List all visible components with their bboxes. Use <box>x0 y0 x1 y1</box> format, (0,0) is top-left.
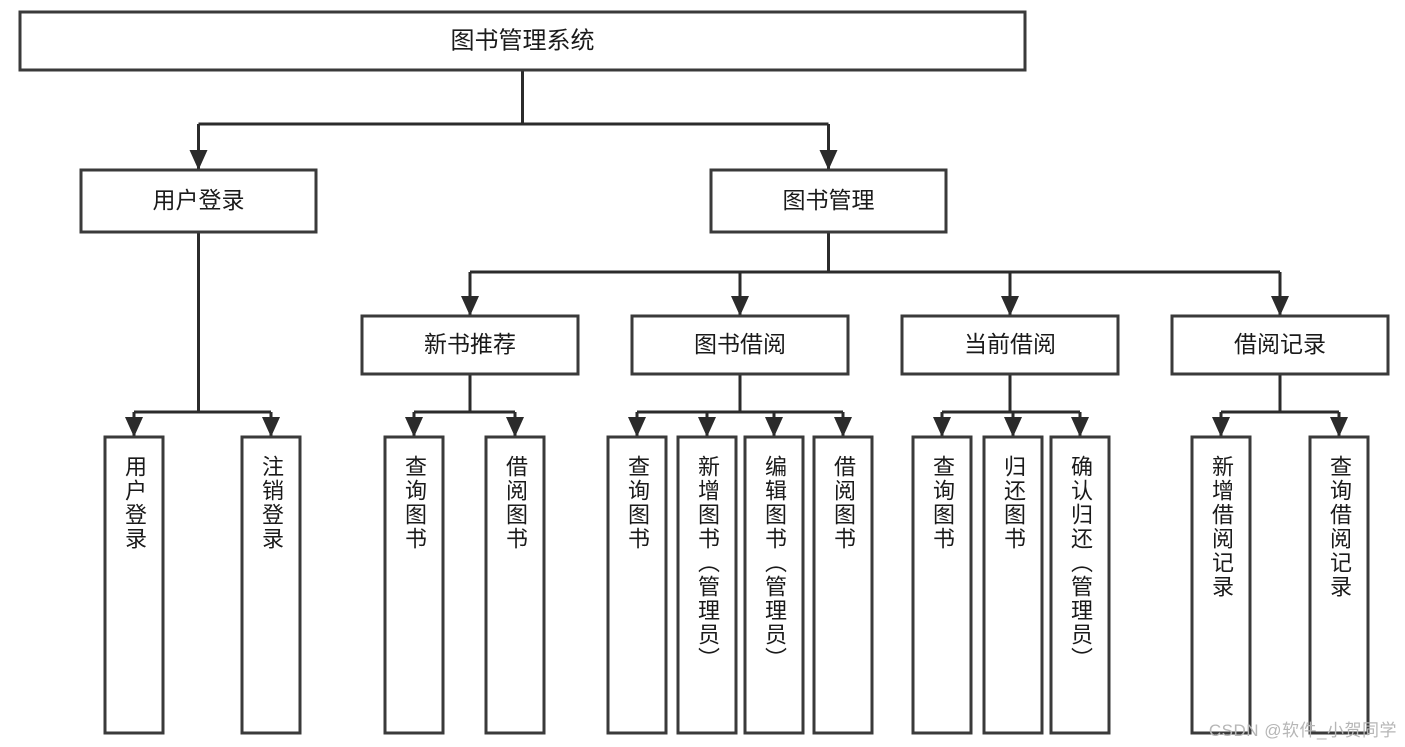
node-user-login[interactable] <box>79 168 318 234</box>
connector-layer <box>125 70 1348 437</box>
arrow-head-icon <box>1071 417 1089 437</box>
arrow-head-icon <box>262 417 280 437</box>
watermark: CSDN @软件_小贺同学 <box>1208 721 1397 740</box>
arrow-head-icon <box>698 417 716 437</box>
node-user-login-label: 用户登录 <box>153 187 245 213</box>
arrow-head-icon <box>933 417 951 437</box>
arrow-head-icon <box>1001 296 1019 316</box>
node-leaf-user-login[interactable] <box>103 435 165 735</box>
node-new-book-rec[interactable] <box>360 314 580 376</box>
node-leaf-query-record[interactable] <box>1308 435 1370 735</box>
node-leaf-borrow-book-rec[interactable] <box>484 435 546 735</box>
arrow-head-icon <box>819 150 838 170</box>
node-borrow-record[interactable] <box>1170 314 1390 376</box>
node-leaf-return-book[interactable] <box>982 435 1044 735</box>
node-leaf-add-record[interactable] <box>1190 435 1252 735</box>
box-layer <box>18 10 1390 735</box>
node-root-label: 图书管理系统 <box>451 27 595 54</box>
arrow-head-icon <box>765 417 783 437</box>
node-borrow-record-label: 借阅记录 <box>1234 331 1326 357</box>
arrow-head-icon <box>405 417 423 437</box>
arrow-head-icon <box>1330 417 1348 437</box>
arrow-head-icon <box>1271 296 1289 316</box>
node-book-borrow[interactable] <box>630 314 850 376</box>
node-leaf-query-book-borrow[interactable] <box>606 435 668 735</box>
arrow-head-icon <box>1212 417 1230 437</box>
arrow-head-icon <box>461 296 479 316</box>
arrow-head-icon <box>731 296 749 316</box>
arrow-head-icon <box>1004 417 1022 437</box>
arrow-head-icon <box>189 150 208 170</box>
node-leaf-borrow-book[interactable] <box>812 435 874 735</box>
node-current-borrow-label: 当前借阅 <box>964 331 1056 357</box>
node-book-borrow-label: 图书借阅 <box>694 331 786 357</box>
arrow-head-icon <box>506 417 524 437</box>
node-leaf-logout[interactable] <box>240 435 302 735</box>
arrow-head-icon <box>834 417 852 437</box>
node-leaf-add-book[interactable] <box>676 435 738 735</box>
node-book-manage-label: 图书管理 <box>783 187 875 213</box>
arrow-head-icon <box>125 417 143 437</box>
node-new-book-rec-label: 新书推荐 <box>424 331 516 357</box>
node-book-manage[interactable] <box>709 168 948 234</box>
arrow-head-icon <box>628 417 646 437</box>
node-root[interactable] <box>18 10 1027 72</box>
node-leaf-confirm-return[interactable] <box>1049 435 1111 735</box>
node-leaf-edit-book[interactable] <box>743 435 805 735</box>
node-leaf-query-book-rec[interactable] <box>383 435 445 735</box>
node-current-borrow[interactable] <box>900 314 1120 376</box>
node-leaf-query-book-cur[interactable] <box>911 435 973 735</box>
